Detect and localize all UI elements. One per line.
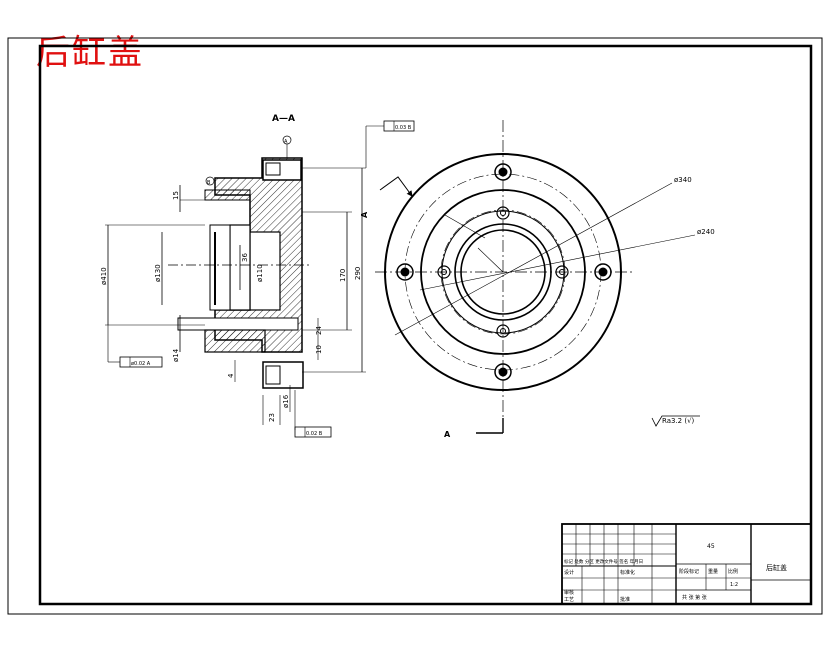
dim-w15: 15 <box>172 191 180 200</box>
dim-d16: ø16 <box>282 394 290 408</box>
surface-finish-symbol <box>651 415 700 427</box>
tb-scale: 1:2 <box>730 582 738 588</box>
dim-w23: 23 <box>268 413 276 422</box>
title-block <box>561 523 812 605</box>
drawing-title: 后缸盖 <box>36 33 144 73</box>
tb-process: 工艺 <box>564 597 574 603</box>
datum-b-label: B <box>207 180 211 186</box>
dim-d410: ø410 <box>100 267 108 285</box>
tb-standardize: 标准化 <box>620 569 635 576</box>
tol-frame-bottom: 0.02 B <box>306 431 323 437</box>
dim-d110: ø110 <box>256 264 264 282</box>
tb-designer: 设计 <box>564 569 574 576</box>
tol-frame-top: 0.03 B <box>395 125 412 131</box>
tb-sheets: 共 张 第 张 <box>682 594 707 601</box>
dim-d130: ø130 <box>154 264 162 282</box>
tb-reviewer: 审核 <box>564 589 574 596</box>
dim-w24: 24 <box>315 326 323 335</box>
section-label: A—A <box>272 114 295 124</box>
dim-h290: 290 <box>354 267 362 280</box>
dim-d340: ø340 <box>674 176 692 184</box>
dim-d240: ø240 <box>697 228 715 236</box>
tb-row-marks: 标记 处数 分区 更改文件号 签名 年月日 <box>564 558 643 565</box>
outer-border <box>7 37 823 615</box>
surface-finish-label: Ra3.2 (√) <box>662 417 695 425</box>
datum-a-label: A <box>284 139 288 145</box>
inner-border <box>38 44 813 606</box>
dim-w36: 36 <box>241 253 249 262</box>
tol-frame-left: ø0.02 A <box>131 361 151 367</box>
dim-d14: ø14 <box>172 348 180 362</box>
view-marker-top: A <box>360 211 369 218</box>
tb-scale-label: 比例 <box>728 568 738 575</box>
tb-stage-mark: 阶段标记 <box>679 568 699 575</box>
tb-part-name: 后缸盖 <box>766 563 787 572</box>
dim-w10: 10 <box>315 345 323 354</box>
tb-weight: 重量 <box>708 568 718 575</box>
front-view <box>375 120 696 434</box>
dim-w4: 4 <box>227 373 235 378</box>
tb-material: 45 <box>707 543 715 550</box>
section-view <box>105 120 415 438</box>
view-marker-bottom: A <box>444 430 451 439</box>
dim-h170: 170 <box>339 269 347 282</box>
tb-approve: 批准 <box>620 596 630 603</box>
